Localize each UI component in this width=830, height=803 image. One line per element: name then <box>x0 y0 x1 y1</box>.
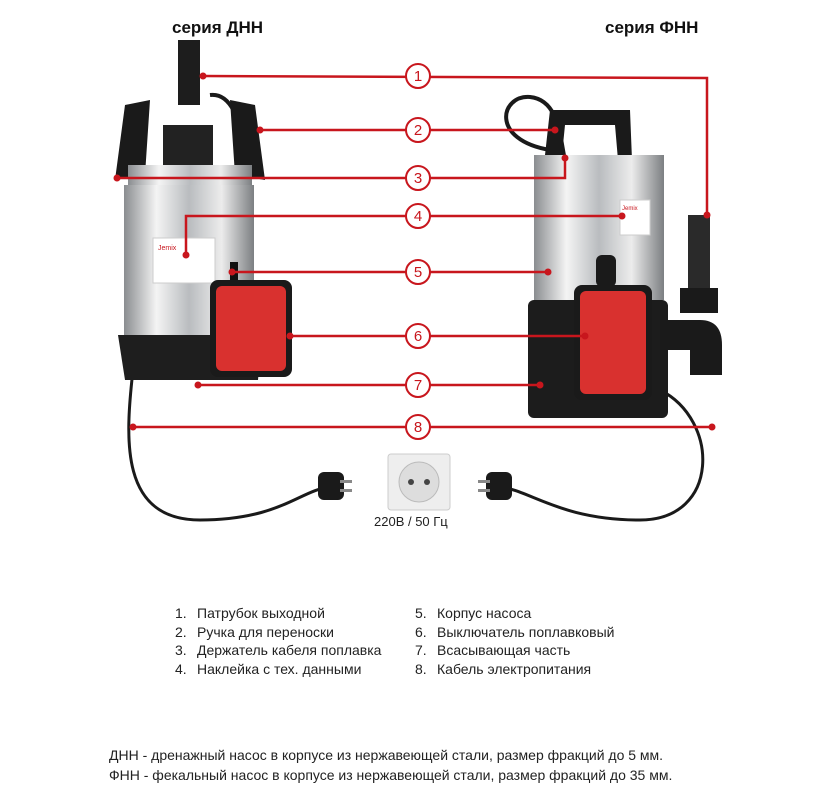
callout-4: 4 <box>405 203 431 229</box>
legend-right: 5.Корпус насоса 6.Выключатель поплавковы… <box>415 604 614 678</box>
legend-left: 1.Патрубок выходной 2.Ручка для переноск… <box>175 604 381 678</box>
plug-right-icon <box>478 472 512 500</box>
note-fnn: ФНН - фекальный насос в корпусе из нержа… <box>109 767 673 783</box>
legend-item: 7.Всасывающая часть <box>415 642 571 658</box>
plug-left-icon <box>318 472 352 500</box>
power-cable-left <box>127 369 331 522</box>
legend-item: 2.Ручка для переноски <box>175 623 334 640</box>
svg-text:2: 2 <box>414 122 422 139</box>
callout-1: 1 <box>405 63 431 89</box>
socket-icon <box>387 453 451 511</box>
svg-text:Jemix: Jemix <box>158 245 177 252</box>
legend-item: 4.Наклейка с тех. данными <box>175 660 362 677</box>
pump-dnn: Jemix <box>115 40 292 380</box>
legend-item: 8.Кабель электропитания <box>415 660 592 677</box>
legend-item: 1.Патрубок выходной <box>175 605 325 621</box>
callout-6: 6 <box>405 323 431 349</box>
callout-2: 2 <box>405 117 431 143</box>
svg-text:4: 4 <box>414 208 422 225</box>
svg-text:8: 8 <box>414 419 422 436</box>
diagram-art: Jemix Jemix <box>113 40 722 522</box>
series-dnn-title: серия ДНН <box>172 18 264 37</box>
svg-text:5: 5 <box>414 264 422 281</box>
svg-text:7: 7 <box>414 377 422 394</box>
svg-text:1: 1 <box>414 68 422 85</box>
callout-7: 7 <box>405 372 431 398</box>
legend-item: 3.Держатель кабеля поплавка <box>175 642 382 658</box>
svg-text:6: 6 <box>414 328 422 345</box>
callout-5: 5 <box>405 259 431 285</box>
legend-item: 5.Корпус насоса <box>415 605 532 621</box>
callout-badges: 1 2 3 4 5 6 7 8 <box>405 63 431 440</box>
series-fnn-title: серия ФНН <box>605 18 699 37</box>
pump-fnn: Jemix <box>528 110 722 418</box>
note-dnn: ДНН - дренажный насос в корпусе из нержа… <box>109 747 664 763</box>
callout-8: 8 <box>405 414 431 440</box>
series-notes: ДНН - дренажный насос в корпусе из нержа… <box>109 745 672 785</box>
svg-text:Jemix: Jemix <box>622 206 638 212</box>
svg-text:3: 3 <box>414 170 422 187</box>
legend-item: 6.Выключатель поплавковый <box>415 623 615 640</box>
callout-3: 3 <box>405 165 431 191</box>
voltage-label: 220В / 50 Гц <box>374 514 448 529</box>
